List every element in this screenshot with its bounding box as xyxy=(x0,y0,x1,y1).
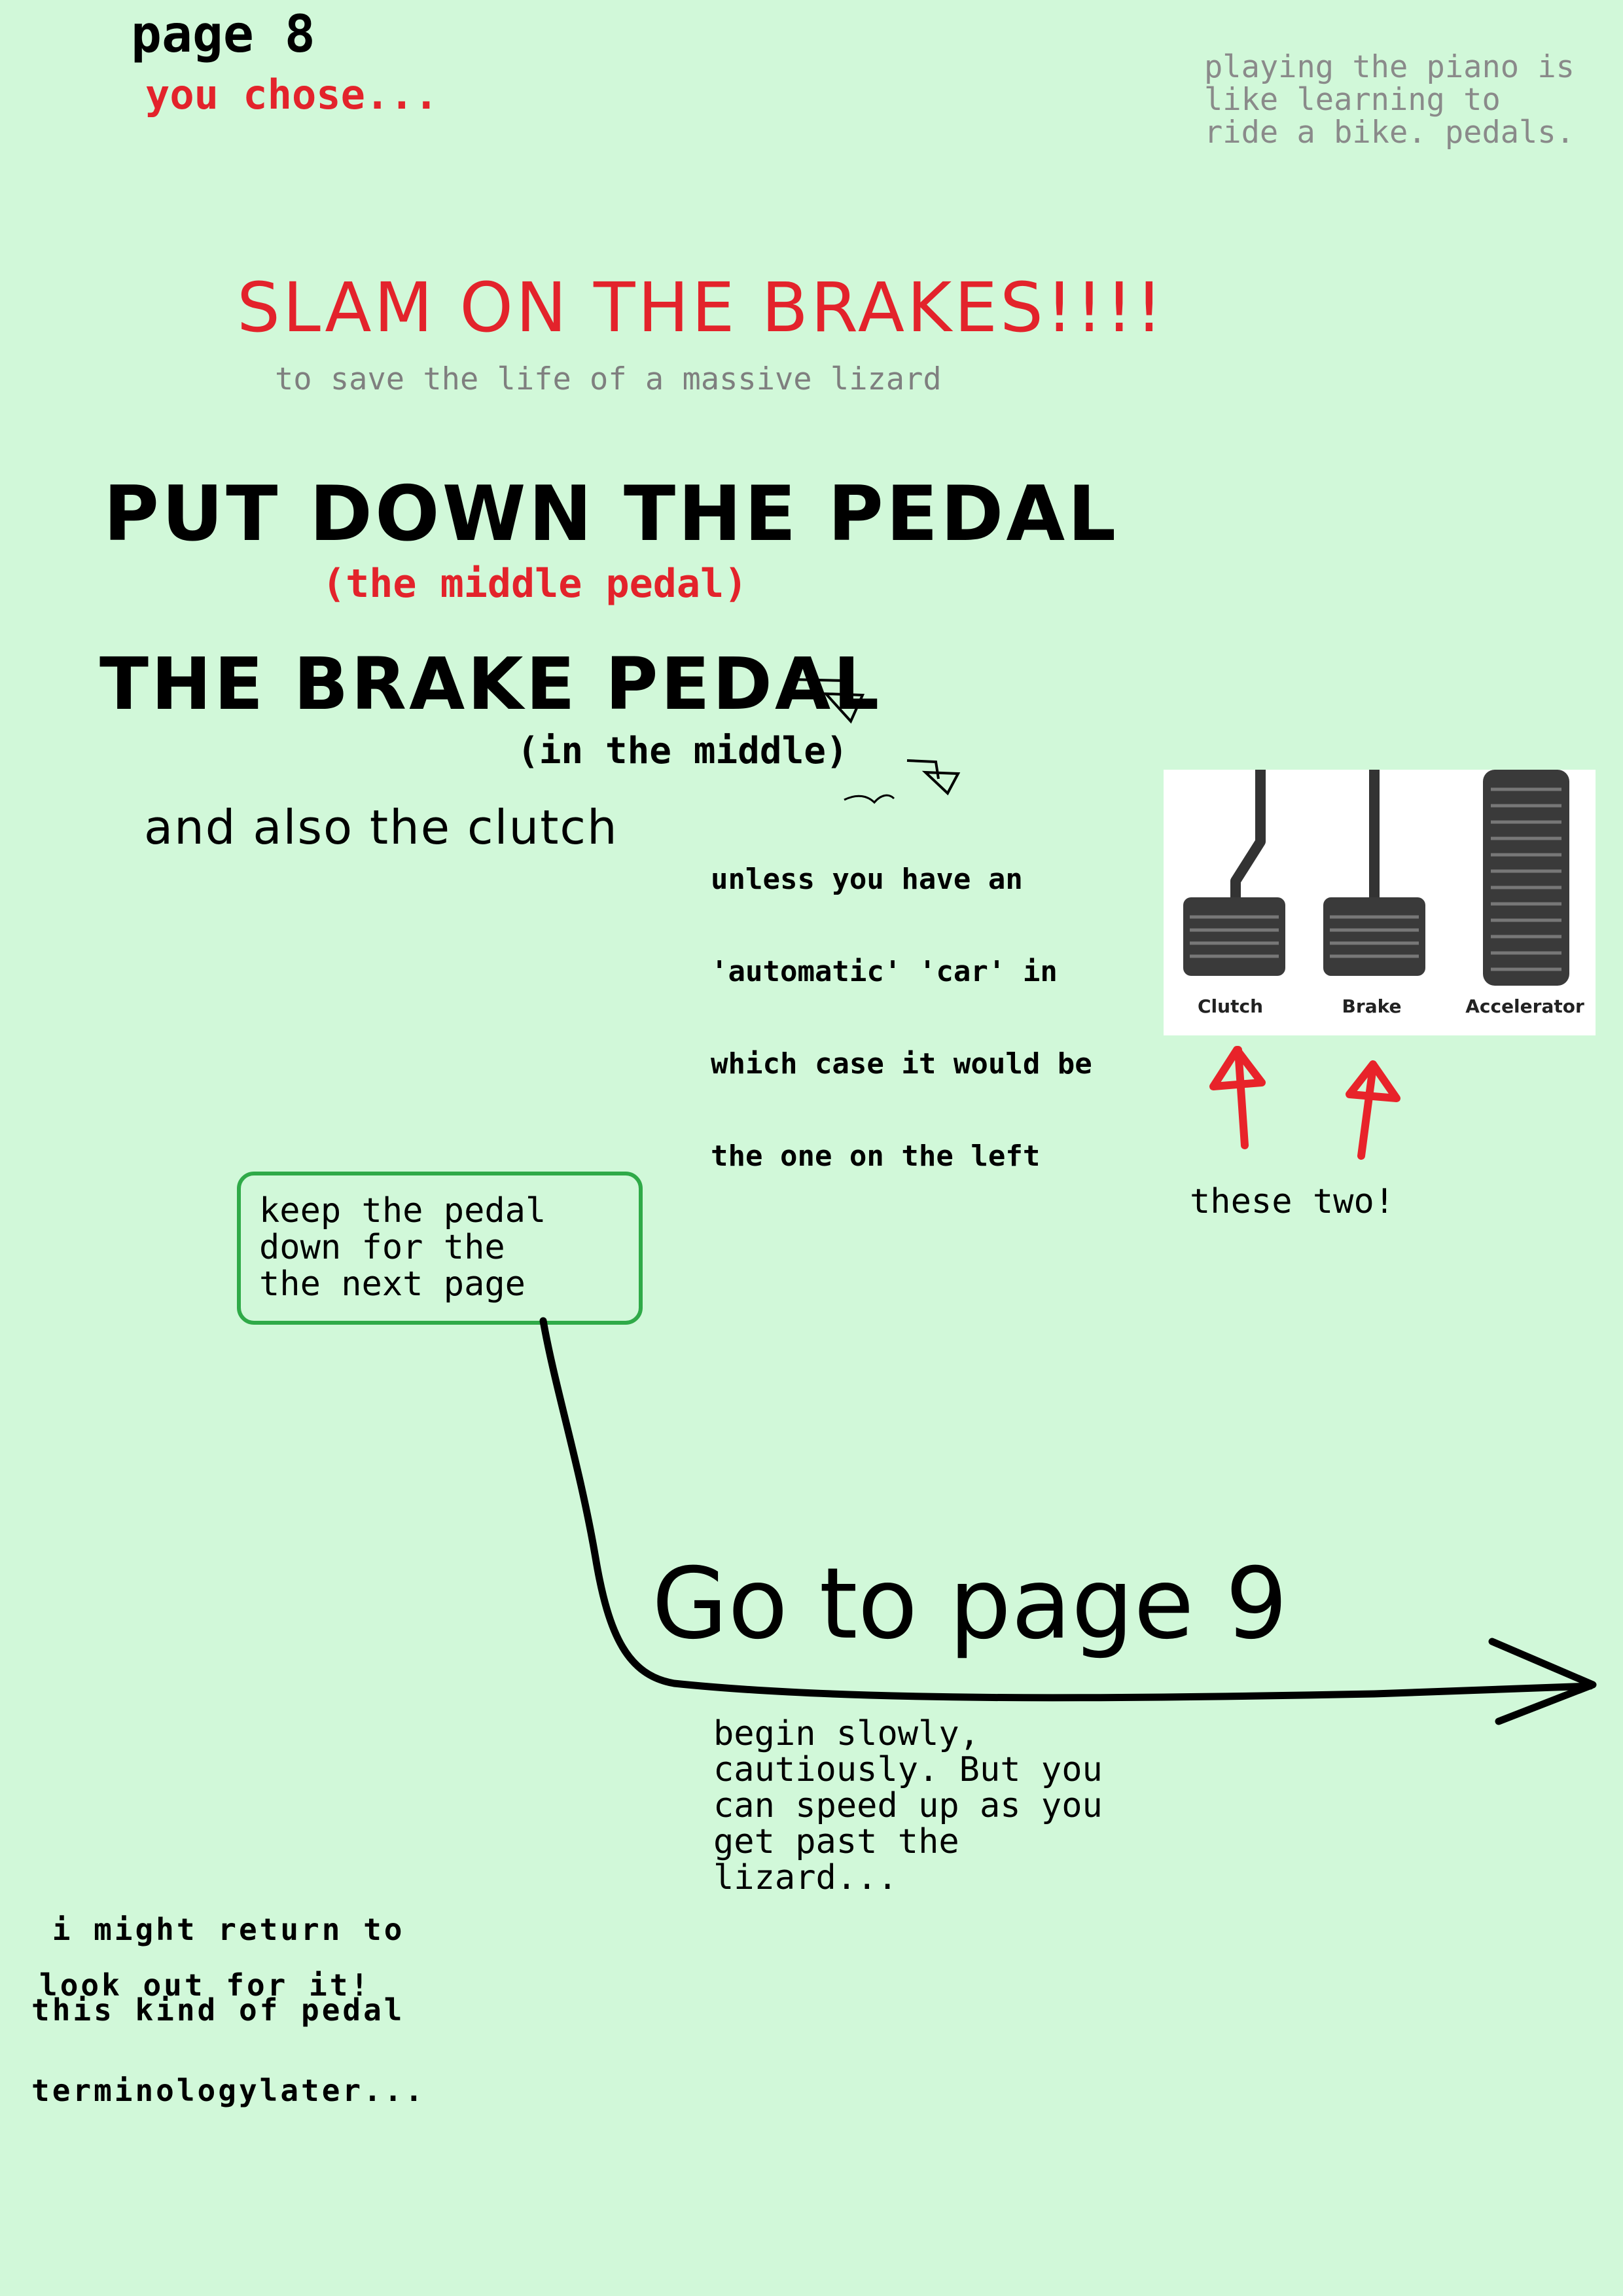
speed-note-line: can speed up as you xyxy=(713,1786,1103,1825)
put-down-pedal-title: PUT DOWN THE PEDAL xyxy=(103,470,1119,558)
in-the-middle-note: (in the middle) xyxy=(517,730,848,772)
speed-note-line: begin slowly, xyxy=(713,1714,980,1753)
accelerator-label: Accelerator xyxy=(1465,996,1584,1017)
page-number: page 8 xyxy=(131,5,315,64)
speed-note-line: lizard... xyxy=(713,1858,898,1897)
unless-squiggle-icon xyxy=(844,794,895,804)
return-footnote-line: this kind of pedal xyxy=(31,1992,405,2028)
in-middle-arrow-icon xyxy=(906,759,961,796)
path-arrow-head-icon xyxy=(1488,1638,1597,1725)
side-note-line: like learning to xyxy=(1204,82,1501,118)
brake-label: Brake xyxy=(1342,996,1402,1017)
go-to-page-link[interactable]: Go to page 9 xyxy=(652,1547,1288,1661)
brake-pedal-title: THE BRAKE PEDAL xyxy=(99,642,882,726)
clutch-up-arrow-icon xyxy=(1209,1046,1266,1149)
middle-pedal-note: (the middle pedal) xyxy=(322,561,748,607)
you-chose-label: you chose... xyxy=(145,71,438,118)
keep-pedal-box xyxy=(237,1172,643,1325)
return-footnote-line: i might return to xyxy=(31,1912,405,1947)
choice-headline: SLAM ON THE BRAKES!!!! xyxy=(237,268,1166,348)
keep-pedal-note: keep the pedal down for the the next pag… xyxy=(259,1193,546,1302)
automatic-car-note: unless you have an 'automatic' 'car' in … xyxy=(711,802,1092,1202)
look-out-note: look out for it! xyxy=(39,1967,372,2003)
return-footnote: i might return to this kind of pedal ter… xyxy=(31,1863,425,2131)
clutch-arm-icon xyxy=(1230,770,1266,910)
clutch-note: and also the clutch xyxy=(144,800,618,855)
car-pedals-image: Clutch Brake Accelerator xyxy=(1164,770,1596,1035)
path-arrow-line xyxy=(539,1317,1594,1702)
clutch-label: Clutch xyxy=(1198,996,1263,1017)
keep-pedal-note-line: keep the pedal xyxy=(259,1191,546,1230)
return-footnote-line: terminologylater... xyxy=(31,2073,426,2108)
automatic-car-note-line: unless you have an xyxy=(711,863,1023,896)
side-note-line: playing the piano is xyxy=(1204,49,1575,85)
brake-up-arrow-icon xyxy=(1346,1060,1400,1160)
speed-note-line: get past the xyxy=(713,1822,959,1861)
automatic-car-note-line: 'automatic' 'car' in xyxy=(711,955,1058,988)
car-pedals-illustration xyxy=(1183,770,1569,986)
these-two-callout: these two! xyxy=(1190,1182,1395,1221)
automatic-car-note-line: which case it would be xyxy=(711,1047,1092,1081)
side-note: playing the piano is like learning to ri… xyxy=(1204,51,1575,149)
brake-arm-icon xyxy=(1369,770,1380,901)
keep-pedal-note-line: down for the xyxy=(259,1228,505,1267)
automatic-car-note-line: the one on the left xyxy=(711,1139,1041,1173)
keep-pedal-note-line: the next page xyxy=(259,1265,526,1304)
brake-title-arrow-icon xyxy=(789,678,865,724)
side-note-line: ride a bike. pedals. xyxy=(1204,115,1575,151)
speed-note-line: cautiously. But you xyxy=(713,1750,1103,1789)
speed-note: begin slowly, cautiously. But you can sp… xyxy=(713,1716,1103,1896)
choice-subheadline: to save the life of a massive lizard xyxy=(275,361,942,397)
